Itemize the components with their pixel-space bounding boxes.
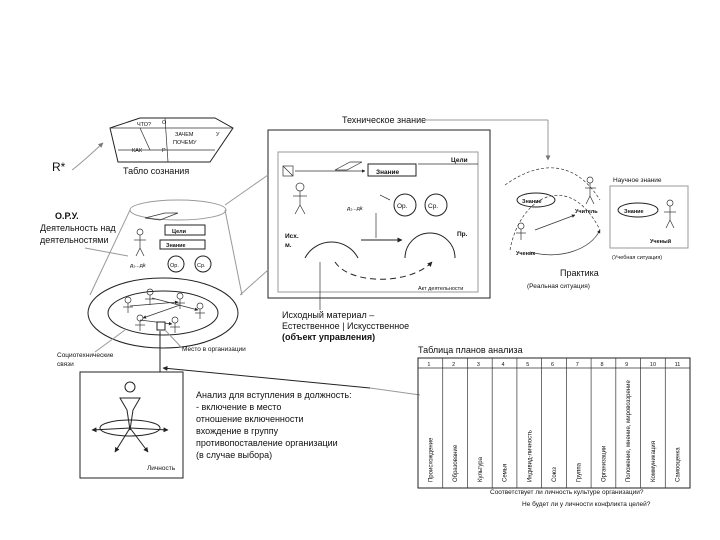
cone-znanie: Знание <box>166 243 186 249</box>
table-col-number: 11 <box>675 362 681 368</box>
box-pr: Пр. <box>457 231 468 238</box>
table-col-header: Положение, мнение, мировоззрение <box>626 380 632 482</box>
table-col-number: 6 <box>551 362 554 368</box>
table-col-number: 7 <box>576 362 579 368</box>
cone-celi: Цели <box>172 229 186 235</box>
table-col-number: 3 <box>477 362 480 368</box>
box-celi: Цели <box>451 157 468 164</box>
deyat-line-1: Деятельность над <box>40 223 116 233</box>
right-uchebn: (Учебная ситуация) <box>612 255 662 261</box>
mesto-label: Место в организации <box>182 346 246 353</box>
table-col-number: 8 <box>600 362 603 368</box>
mesto-square-icon <box>156 321 166 331</box>
box-isx-2: м. <box>285 242 292 249</box>
tablo-o: О <box>162 120 167 126</box>
table-col-number: 10 <box>650 362 656 368</box>
tablo-soznaniya: ЧТО? О ЗАЧЕМ ПОЧЕМУ У КАК Р Табло сознан… <box>109 117 234 176</box>
table-col-header: Культура <box>478 456 484 482</box>
table-question-1: Соответствует ли личность культуре орган… <box>490 489 644 496</box>
tablo-pochemu: ПОЧЕМУ <box>173 140 197 146</box>
table-frame <box>417 357 691 489</box>
table-col-header: Самооценка <box>676 447 682 482</box>
table-col-header: Организации <box>601 446 607 482</box>
soc-label-2: связи <box>57 361 74 368</box>
isx-mat-1: Исходный материал – <box>282 310 374 320</box>
tablo-chto: ЧТО? <box>137 122 151 128</box>
deyat-line-2: деятельностями <box>40 235 108 245</box>
tech-znanie-label: Техническое знание <box>342 115 426 125</box>
uchebnaya-situaciya: Знание Учитель Ученик <box>504 167 601 257</box>
person-icon <box>195 302 205 319</box>
akt-label: Акт деятельности <box>418 286 463 292</box>
table-col-header: Группа <box>577 462 583 482</box>
person-icon <box>135 314 145 331</box>
r-star-label: R* <box>52 160 66 174</box>
table-col-number: 1 <box>427 362 430 368</box>
person-icon <box>516 222 526 240</box>
box-isx-1: Исх. <box>285 233 299 240</box>
oru-cone: Цели Знание д₁...д𝑘 Ор. Ср. <box>87 199 243 349</box>
scientist-box <box>609 185 689 249</box>
analiz-item-3: противопоставление организации <box>196 438 338 448</box>
table-col-header: Образование <box>453 444 459 482</box>
table-col-header: Индивид-личность <box>527 430 533 482</box>
analiz-item-4: (в случае выбора) <box>196 450 272 460</box>
table-col-number: 4 <box>502 362 505 368</box>
analiz-item-0: - включение в место <box>196 402 281 412</box>
box-d: д₁...д𝑘 <box>347 205 363 212</box>
table-title: Таблица планов анализа <box>418 345 523 355</box>
box-znanie: Знание <box>376 169 400 176</box>
person-icon <box>123 296 133 313</box>
person-icon <box>170 316 180 333</box>
analiz-item-1: отношение включенности <box>196 414 304 424</box>
analiz-title: Анализ для вступления в должность: <box>196 390 352 400</box>
praktika-label: Практика <box>560 268 599 278</box>
right-znanie-1: Знание <box>522 199 542 205</box>
lichnost-label: Личность <box>147 465 176 472</box>
table-col-number: 5 <box>526 362 529 368</box>
analiz-item-2: вхождение в группу <box>196 426 279 436</box>
person-icon <box>145 288 155 305</box>
arrow-icon <box>162 365 371 389</box>
table-question-2: Не будет ли у личности конфликта целей? <box>522 500 651 508</box>
analiz-block: Анализ для вступления в должность: - вкл… <box>196 390 352 460</box>
cone-op: Ор. <box>170 263 179 269</box>
realn-label: (Реальная ситуация) <box>527 283 590 290</box>
person-icon <box>134 228 146 257</box>
table-col-number: 2 <box>452 362 455 368</box>
soc-label-1: Социотехнические <box>57 352 114 359</box>
person-icon <box>664 199 676 229</box>
tablo-caption: Табло сознания <box>123 166 189 176</box>
isx-mat-2: Естественное | Искусственное <box>282 321 409 331</box>
nauch-znanie: Научное знание <box>613 177 662 184</box>
right-uchitel: Учитель <box>575 209 598 215</box>
person-icon <box>293 182 307 215</box>
oru-label: О.Р.У. <box>55 211 79 221</box>
cone-sr: Ср. <box>197 263 206 269</box>
tablo-zachem: ЗАЧЕМ <box>175 132 194 138</box>
cone-d: д₁...д𝑘 <box>130 262 146 269</box>
lichnost-box: Личность <box>79 371 184 479</box>
table-col-number: 9 <box>625 362 628 368</box>
right-znanie-2: Знание <box>624 209 644 215</box>
right-uchenik: Ученик <box>516 251 535 257</box>
table-col-header: Семья <box>503 464 509 482</box>
activity-box: Знание Цели д₁...д𝑘 Ор. Ср. Исх. м. Пр. … <box>267 129 491 299</box>
isx-mat-3: (объект управления) <box>282 332 375 342</box>
table-col-header: Союз <box>552 467 558 482</box>
tablo-kak: КАК <box>132 148 143 154</box>
person-icon <box>585 176 596 205</box>
tablo-u: У <box>216 132 220 138</box>
right-ucheny: Ученый <box>650 238 671 245</box>
r-star-arrow-icon <box>71 142 104 171</box>
table-col-header: Коммуникация <box>651 441 657 482</box>
tablo-r: Р <box>162 148 166 154</box>
box-op: Ор. <box>397 203 408 210</box>
box-sr: Ср. <box>428 203 438 210</box>
table-col-header: Происхождение <box>428 437 434 482</box>
